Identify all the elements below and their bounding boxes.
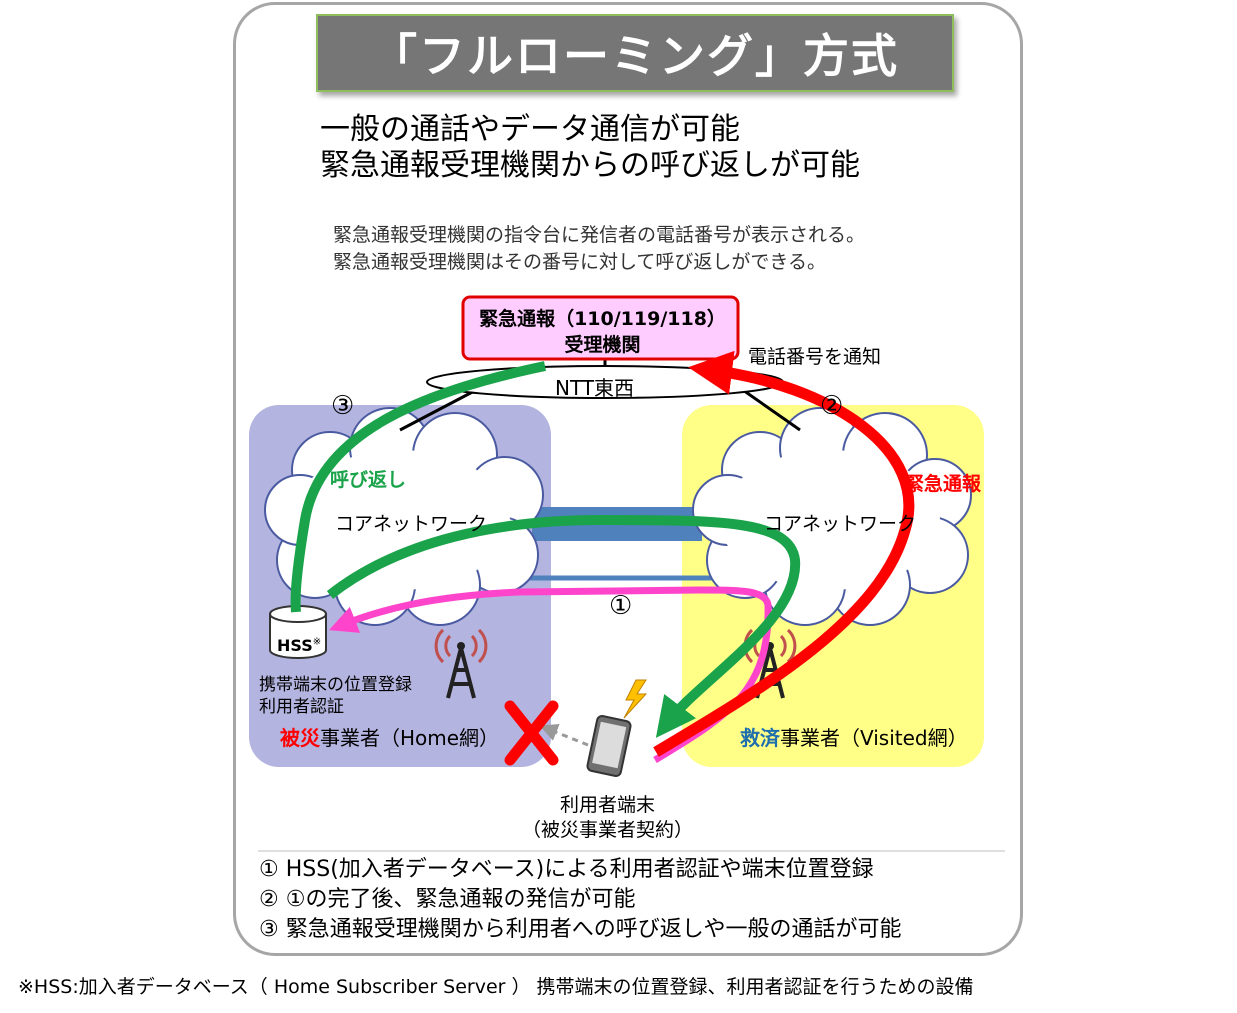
headline-line-1: 一般の通話やデータ通信が可能 <box>320 112 740 147</box>
blocked-link-line <box>539 723 589 747</box>
blocked-x-icon <box>504 700 559 766</box>
home-operator-prefix: 被災 <box>280 726 320 750</box>
step-marker-2: ② <box>820 391 844 421</box>
user-terminal-label: 利用者端末 <box>559 794 655 816</box>
home-antenna-icon <box>434 628 488 699</box>
hss-database-icon <box>269 605 327 659</box>
note-line-2: 緊急通報受理機関はその番号に対して呼び返しができる。 <box>333 251 827 273</box>
home-operator-label: 被災事業者（Home網） <box>280 722 499 751</box>
hss-footnote: ※HSS:加入者データベース（ Home Subscriber Server ）… <box>18 976 974 998</box>
signal-bolt-icon <box>623 679 648 719</box>
visited-operator-suffix: 事業者（Visited網） <box>780 726 968 750</box>
legend-item-3: ③ 緊急通報受理機関から利用者への呼び返しや一般の通話が可能 <box>259 917 902 942</box>
legend-item-2: ② ①の完了後、緊急通報の発信が可能 <box>259 887 636 912</box>
user-terminal-contract: （被災事業者契約） <box>521 819 693 841</box>
callback-label: 呼び返し <box>330 469 407 491</box>
emergency-agency-line1: 緊急通報（110/119/118） <box>479 308 726 330</box>
headline-line-2: 緊急通報受理機関からの呼び返しが可能 <box>320 148 860 183</box>
hss-label: HSS※ <box>277 636 321 655</box>
hss-note-mark: ※ <box>312 636 322 648</box>
emergency-call-arrow <box>653 350 915 757</box>
hss-caption-line1: 携帯端末の位置登録 <box>259 675 412 695</box>
emergency-agency-line2: 受理機関 <box>564 334 641 356</box>
notify-label: 電話番号を通知 <box>748 346 882 368</box>
hss-label-text: HSS <box>277 636 313 655</box>
diagram-title: 「フルローミング」方式 <box>316 14 954 92</box>
callback-arrow-to-terminal <box>326 514 801 738</box>
legend-item-1: ① HSS(加入者データベース)による利用者認証や端末位置登録 <box>259 857 874 882</box>
callback-arrow-to-hss <box>290 361 547 613</box>
visited-core-network-label: コアネットワーク <box>764 513 917 535</box>
step-marker-1: ① <box>609 591 633 621</box>
emergency-agency-box <box>461 295 740 361</box>
step-marker-3: ③ <box>331 391 355 421</box>
hss-caption-line2: 利用者認証 <box>259 697 344 717</box>
visited-operator-prefix: 救済 <box>740 726 780 750</box>
ntt-label: NTT東西 <box>555 376 635 400</box>
visited-operator-label: 救済事業者（Visited網） <box>740 722 968 751</box>
home-operator-suffix: 事業者（Home網） <box>320 726 500 750</box>
user-terminal-icon <box>586 715 632 777</box>
note-line-1: 緊急通報受理機関の指令台に発信者の電話番号が表示される。 <box>333 224 866 246</box>
emergency-call-label: 緊急通報 <box>905 473 982 495</box>
home-core-network-label: コアネットワーク <box>335 513 488 535</box>
